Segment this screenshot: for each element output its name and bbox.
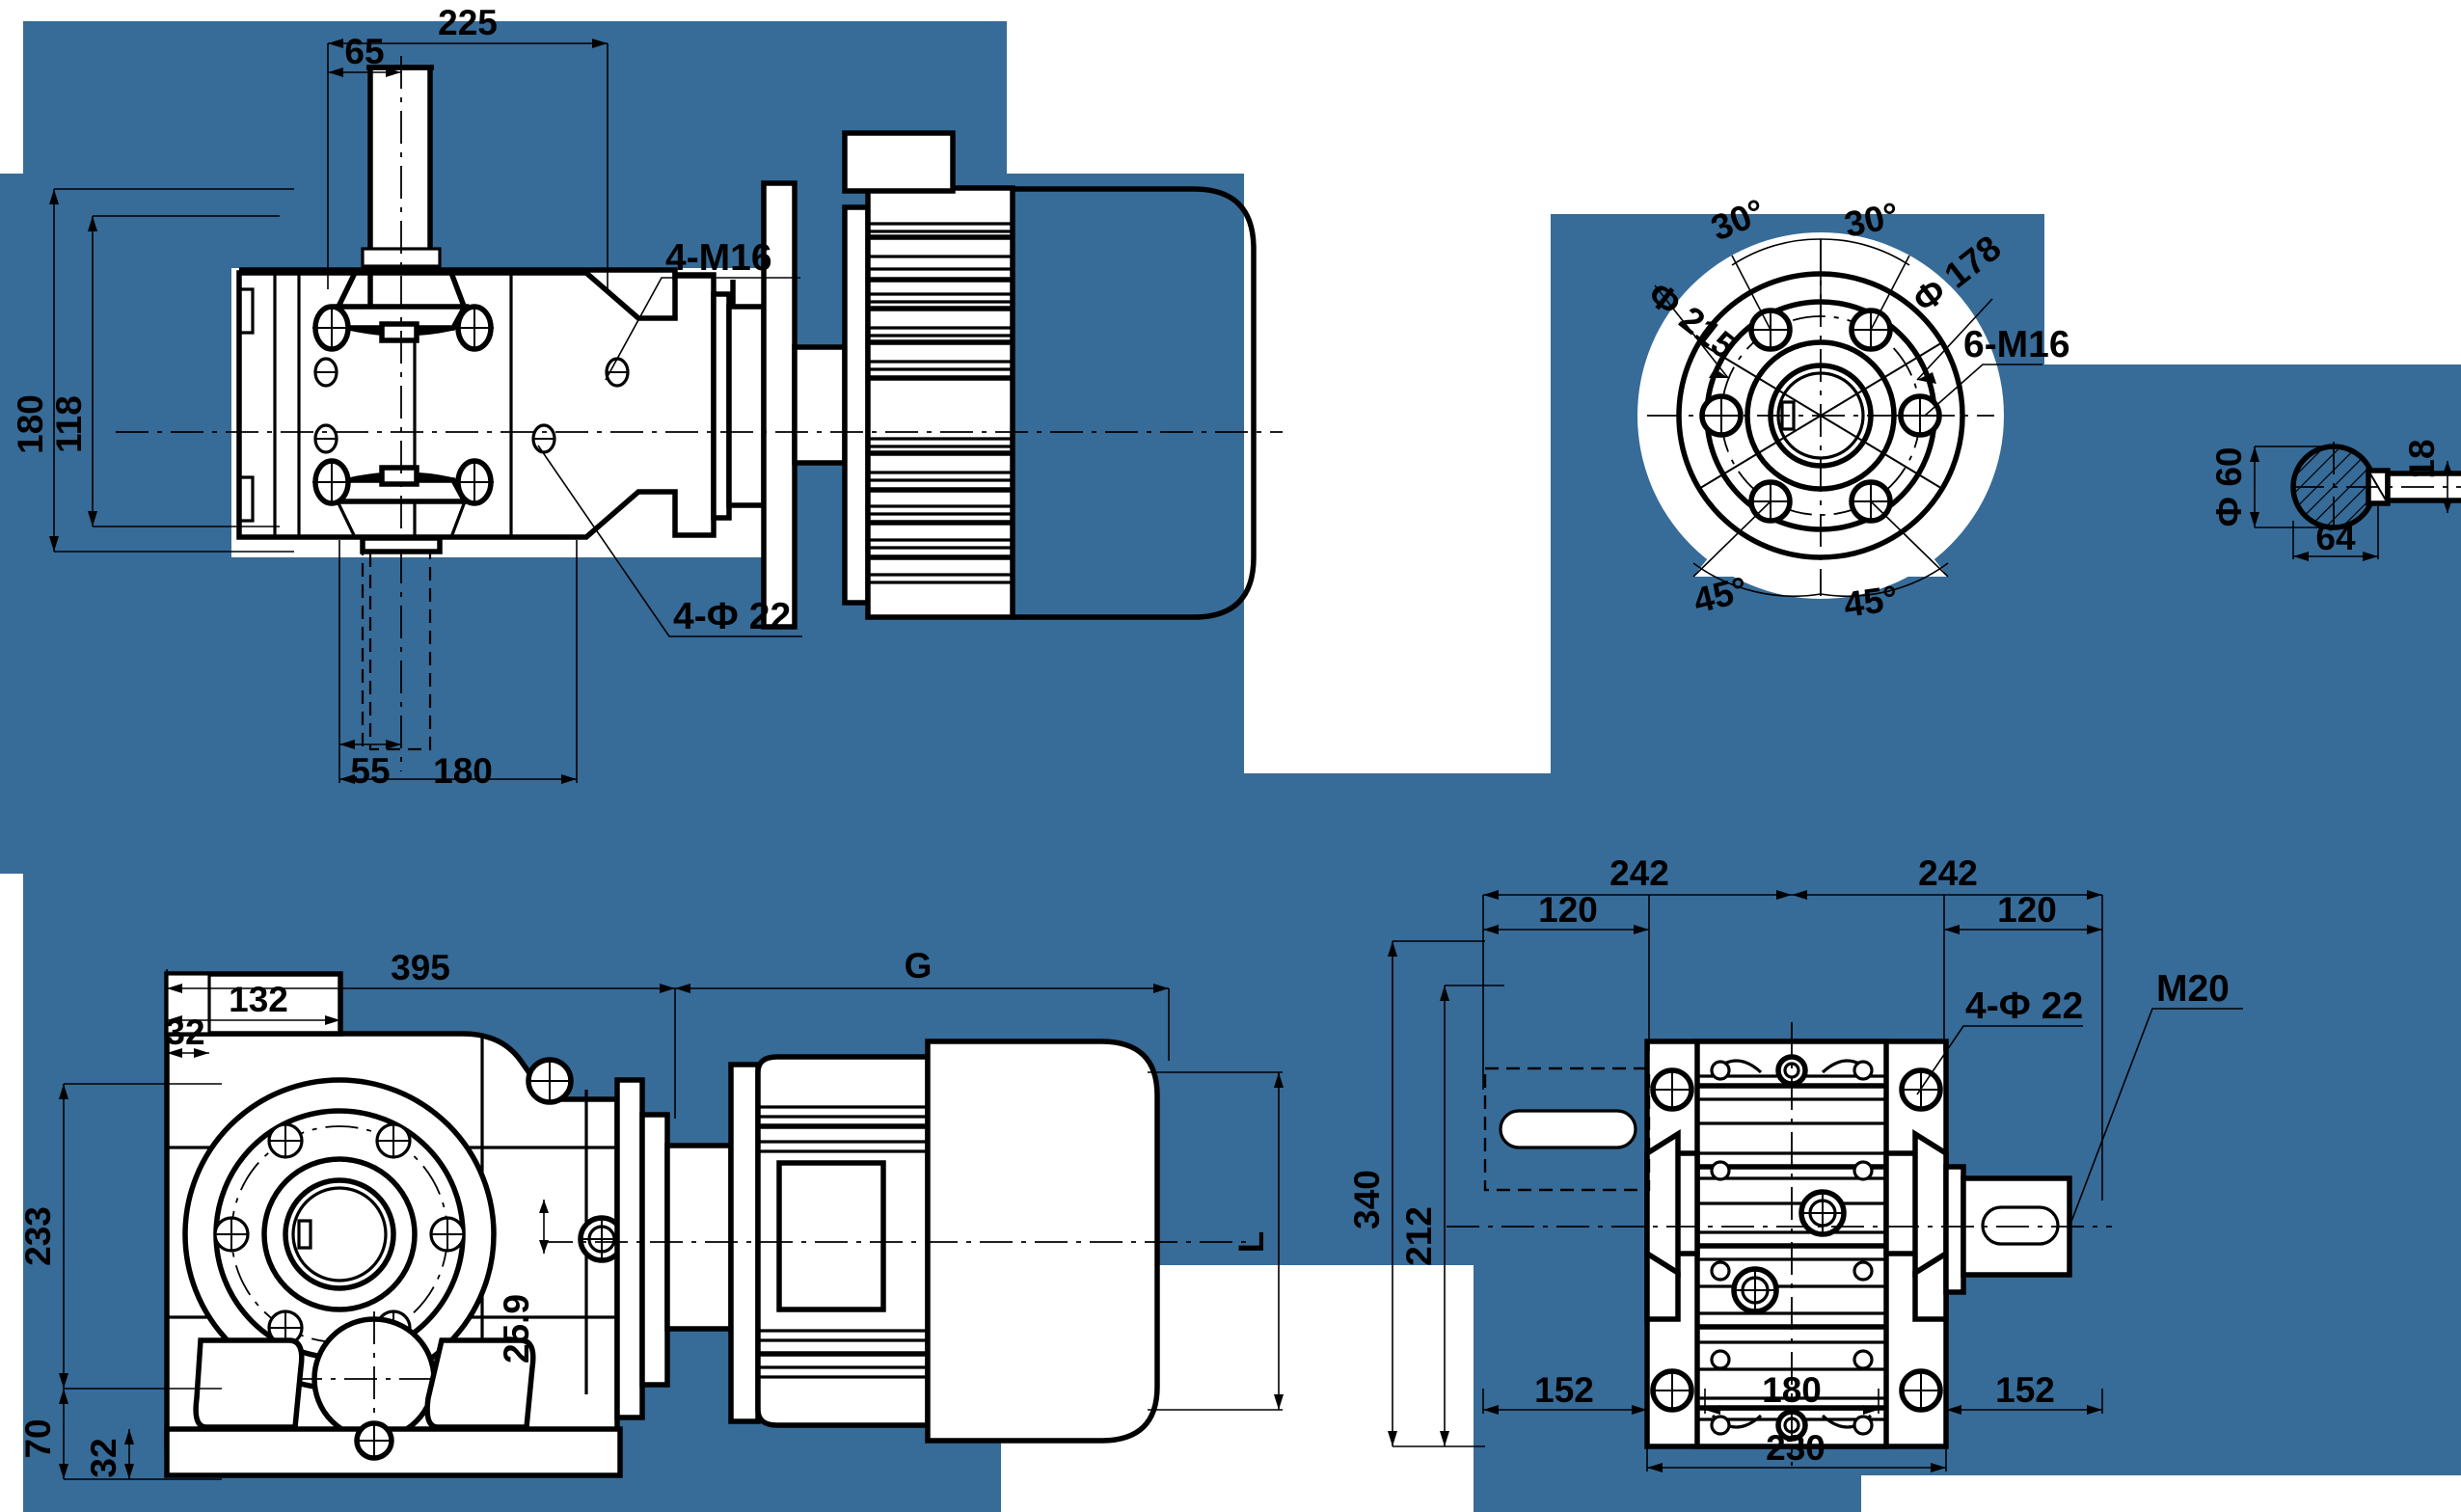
leader-4-m16: 4-M16: [605, 237, 800, 381]
dim-label-212: 212: [1399, 1206, 1439, 1266]
dim-32-bottom: 32: [84, 1429, 134, 1479]
dim-65: 65: [328, 32, 401, 77]
dim-L: L: [1148, 1071, 1284, 1411]
dim-shaft-d60: Ф 60: [2209, 446, 2334, 528]
dim-label-120-right: 120: [1997, 890, 2057, 930]
dim-label-70: 70: [18, 1418, 58, 1458]
dim-55: 55: [339, 740, 401, 791]
view-top-left: 225 65 180: [11, 3, 1283, 791]
dim-label-152-left: 152: [1534, 1370, 1594, 1410]
dim-label-233: 233: [18, 1206, 58, 1266]
dim-label-25-9: 25.9: [497, 1294, 536, 1364]
dim-233: 233: [18, 1083, 222, 1390]
dim-225: 225: [327, 3, 608, 289]
dim-180-plan: 180: [1704, 1370, 1880, 1415]
dim-label-395: 395: [391, 948, 450, 987]
dim-152-right: 152: [1946, 1370, 2103, 1415]
leader-label-4-m16: 4-M16: [665, 237, 772, 279]
dim-shaft-64: 64: [2292, 506, 2379, 561]
dim-label-180-plan: 180: [1762, 1370, 1822, 1410]
view-shaft-detail: Ф 60 64 18: [2209, 439, 2461, 561]
dim-25-9: 25.9: [497, 1200, 549, 1364]
dim-label-152-right: 152: [1995, 1370, 2055, 1410]
dim-label-shaft-64: 64: [2315, 518, 2356, 557]
dim-120-right: 120: [1943, 890, 2102, 1051]
dim-label-180-horizontal: 180: [433, 751, 493, 791]
dim-label-180-vertical: 180: [11, 394, 50, 454]
dim-label-32-bottom: 32: [84, 1438, 123, 1477]
dim-118-vertical: 118: [49, 215, 280, 527]
dim-label-132: 132: [229, 980, 288, 1019]
leader-6-m16: 6-M16: [1924, 324, 2070, 417]
dim-label-225: 225: [438, 3, 498, 42]
leader-4-d22-plan: 4-Ф 22: [1916, 986, 2083, 1095]
dim-132: 132: [167, 972, 341, 1025]
leader-4-d22-top: 4-Ф 22: [537, 445, 802, 637]
dim-242-right: 242: [1792, 853, 2103, 1201]
view-bottom-left: 395 G 132 32: [18, 946, 1284, 1480]
dim-label-242-right: 242: [1918, 853, 1978, 893]
background-panel-far-right: [2210, 874, 2461, 1192]
background-panel-bottom: [0, 773, 2461, 874]
dim-label-G: G: [905, 946, 933, 986]
angle-label-45-right: 45°: [1841, 579, 1900, 625]
label-6-m16: 6-M16: [1963, 324, 2070, 365]
angle-label-30-right: 30°: [1841, 195, 1902, 245]
leader-label-4-d22-top: 4-Ф 22: [673, 596, 791, 637]
leader-m20: M20: [2069, 968, 2243, 1228]
dim-230: 230: [1646, 1428, 1947, 1472]
angle-label-30-left: 30°: [1706, 191, 1771, 248]
dim-label-242-left: 242: [1609, 853, 1669, 893]
dim-label-L: L: [1231, 1231, 1271, 1254]
dim-shaft-18: 18: [2402, 439, 2452, 513]
dim-label-230: 230: [1766, 1428, 1825, 1468]
dim-212: 212: [1399, 985, 1504, 1446]
dim-395: 395: [166, 948, 676, 1119]
dim-label-118: 118: [49, 395, 89, 453]
dim-label-55: 55: [350, 751, 390, 791]
dim-label-65: 65: [344, 32, 384, 71]
dim-120-left: 120: [1483, 890, 1650, 1051]
dim-G: G: [675, 946, 1170, 1061]
dim-340: 340: [1347, 940, 1485, 1447]
view-bottom-right: 242 242 120: [1347, 853, 2243, 1472]
dim-label-shaft-d60: Ф 60: [2209, 446, 2249, 526]
angle-label-45-left: 45°: [1690, 569, 1751, 620]
dim-label-340: 340: [1347, 1170, 1387, 1229]
dim-180-vertical: 180: [11, 188, 294, 553]
dim-label-32-top: 32: [165, 1012, 204, 1052]
dim-180-horizontal: 180: [338, 540, 578, 791]
dim-242-left: 242: [1482, 853, 1792, 1090]
dim-32-top: 32: [165, 1012, 209, 1058]
dim-label-120-left: 120: [1538, 890, 1598, 930]
dim-label-shaft-18: 18: [2402, 439, 2442, 478]
dim-70: 70: [18, 1389, 222, 1480]
leader-label-4-d22-plan: 4-Ф 22: [1965, 986, 2083, 1027]
leader-label-m20: M20: [2156, 968, 2230, 1010]
view-flange: 30° 30° 45° 45° Ф 215 Ф 178 6-M16: [1637, 191, 2070, 625]
dim-152-left: 152: [1482, 1370, 1647, 1415]
